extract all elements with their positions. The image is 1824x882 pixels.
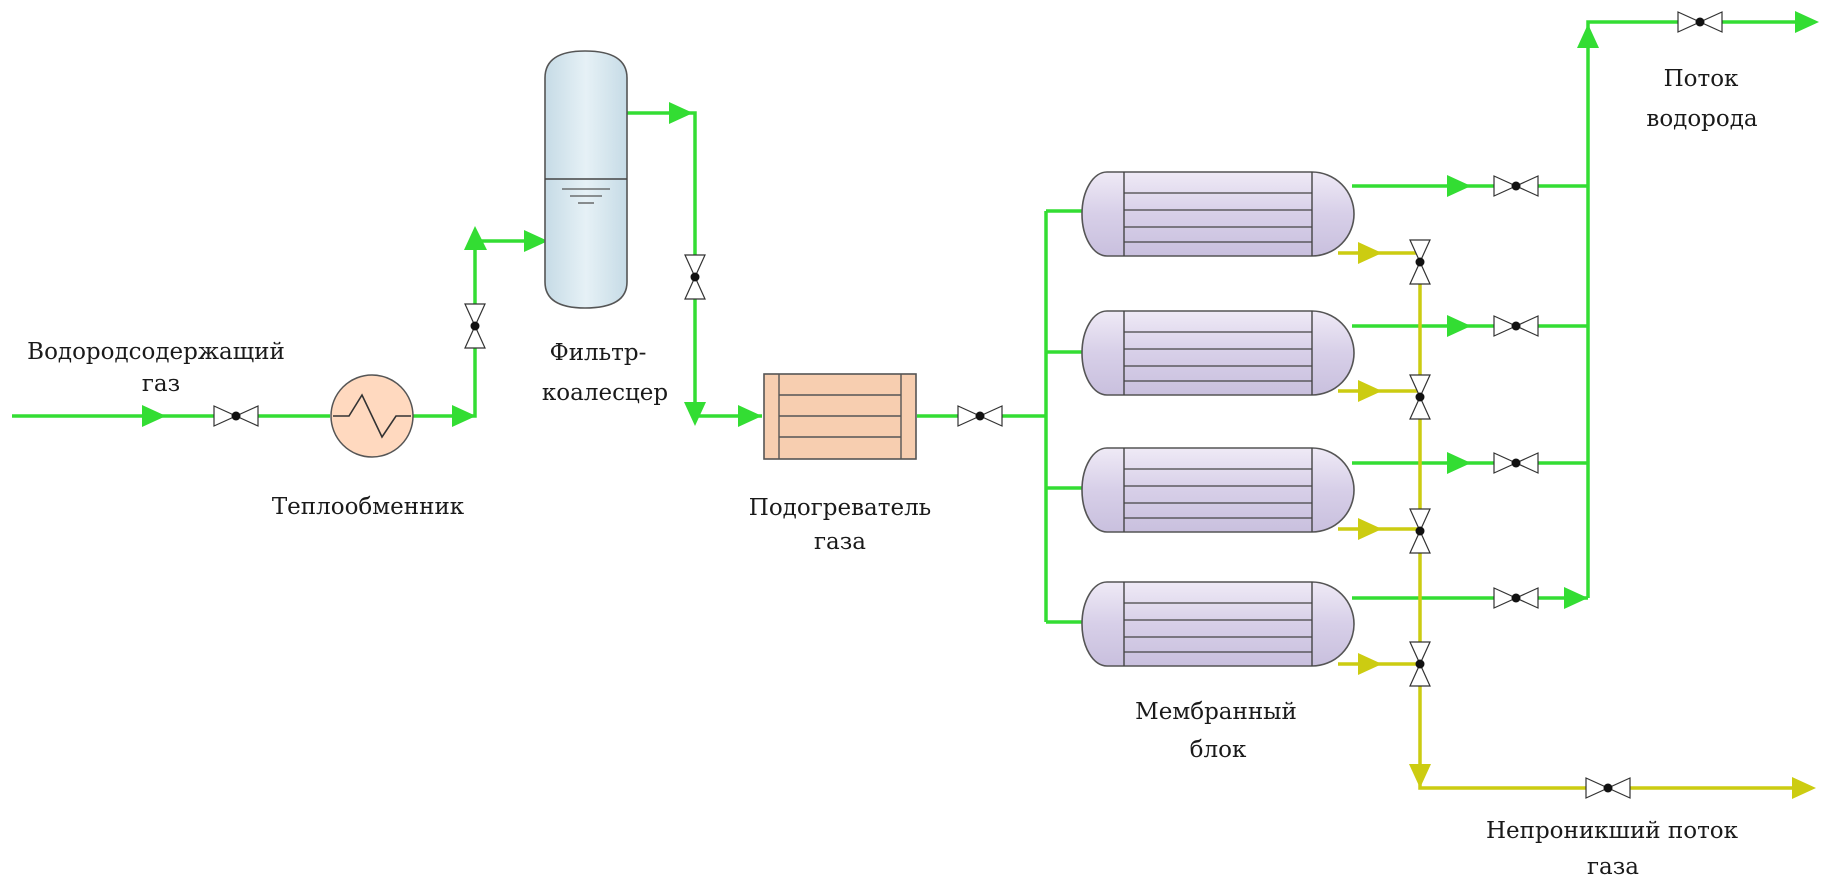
valve-icon[interactable] — [1493, 315, 1539, 337]
flow-arrow-icon — [669, 102, 693, 124]
retentate-arrows — [1358, 242, 1816, 799]
flow-arrow-icon — [464, 226, 487, 250]
valve-icon[interactable] — [684, 254, 706, 300]
retentate-label-line1: Непроникший поток — [1486, 818, 1739, 844]
flow-arrow-icon — [1358, 653, 1382, 675]
hydrogen-label-line1: Поток — [1664, 66, 1739, 92]
valve-icon[interactable] — [1677, 11, 1723, 33]
flow-arrow-icon — [1577, 24, 1599, 48]
hydrogen-label-line2: водорода — [1646, 106, 1758, 132]
retentate-label-line2: газа — [1587, 854, 1639, 880]
flow-arrow-icon — [1358, 242, 1382, 264]
membrane-module-icon — [1081, 447, 1355, 533]
flow-arrow-icon — [524, 230, 548, 252]
flow-arrow-icon — [1447, 175, 1471, 197]
membrane-label-line2: блок — [1190, 737, 1247, 763]
valve-icon[interactable] — [1409, 641, 1431, 687]
membrane-module-icon — [1081, 310, 1355, 396]
flow-arrow-icon — [1358, 380, 1382, 402]
filter-label-line1: Фильтр- — [550, 340, 647, 366]
feed-gas-label-line2: газ — [142, 371, 180, 397]
filter-label-line2: коалесцер — [542, 380, 668, 406]
valve-icon[interactable] — [464, 303, 486, 349]
feed-gas-label-line1: Водородсодержащий — [27, 339, 285, 365]
flow-arrow-icon — [1447, 452, 1471, 474]
valve-icon[interactable] — [213, 405, 259, 427]
filter-coalescer-icon — [544, 50, 628, 309]
heat-exchanger-icon — [330, 374, 414, 458]
flow-arrow-icon — [1564, 587, 1588, 609]
valve-icon[interactable] — [1585, 777, 1631, 799]
flow-arrow-icon — [1792, 777, 1816, 799]
valve-icon[interactable] — [1409, 374, 1431, 420]
heater-label-line1: Подогреватель — [749, 495, 931, 521]
valve-icon[interactable] — [1409, 508, 1431, 554]
valve-icon[interactable] — [1493, 175, 1539, 197]
flow-arrow-icon — [1795, 11, 1819, 33]
flow-arrow-icon — [1447, 315, 1471, 337]
flow-arrow-icon — [1409, 764, 1431, 788]
gas-heater-icon — [763, 373, 917, 460]
heat-exchanger-label: Теплообменник — [272, 494, 465, 520]
valve-icon[interactable] — [1493, 452, 1539, 474]
flow-arrow-icon — [1358, 518, 1382, 540]
retentate-lines — [1338, 251, 1812, 790]
valve-icon[interactable] — [1493, 587, 1539, 609]
membrane-module-icon — [1081, 581, 1355, 667]
hydrogen-lines — [12, 20, 1815, 624]
heater-label-line2: газа — [814, 529, 866, 555]
flow-arrow-icon — [684, 402, 706, 426]
membrane-label-line1: Мембранный — [1135, 699, 1297, 725]
flow-arrow-icon — [738, 405, 762, 427]
flow-arrow-icon — [452, 405, 476, 427]
flow-arrows — [142, 11, 1819, 609]
membrane-module-icon — [1081, 171, 1355, 257]
valve-icon[interactable] — [1409, 239, 1431, 285]
valve-icon[interactable] — [957, 405, 1003, 427]
flow-arrow-icon — [142, 405, 166, 427]
